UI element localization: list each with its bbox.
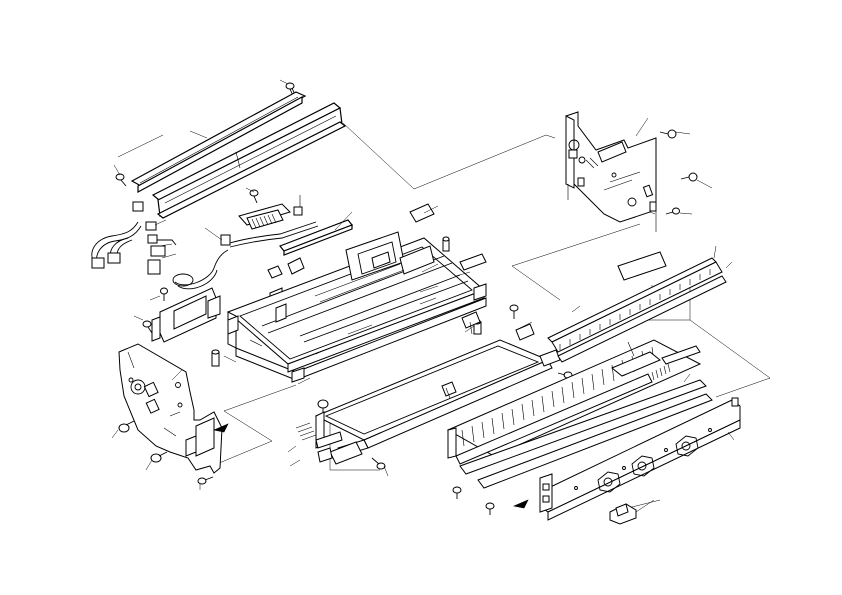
rack-guide bbox=[547, 251, 727, 363]
wire-harness bbox=[91, 201, 231, 290]
screw-icon bbox=[665, 207, 680, 215]
screw-icon bbox=[452, 486, 462, 499]
screw-icon bbox=[509, 304, 519, 319]
callout-leaders bbox=[111, 79, 735, 513]
screw-icon bbox=[115, 173, 127, 187]
screw-icon bbox=[485, 502, 495, 515]
pressure-block bbox=[609, 503, 637, 525]
harness-connector bbox=[229, 195, 319, 248]
screw-icon bbox=[150, 451, 168, 463]
right-side-bracket bbox=[565, 111, 657, 232]
screw-icon bbox=[659, 129, 677, 139]
left-side-plate bbox=[118, 343, 223, 474]
screw-icon bbox=[249, 189, 259, 204]
screw-icon bbox=[160, 287, 168, 301]
screw-icon bbox=[680, 172, 698, 182]
screw-icon bbox=[118, 420, 135, 433]
screw-icon bbox=[142, 320, 153, 334]
tray-frame bbox=[295, 311, 561, 465]
screw-icon bbox=[371, 457, 386, 470]
bracket bbox=[151, 287, 221, 343]
cross-stay bbox=[279, 219, 353, 256]
lower-plate bbox=[446, 339, 713, 489]
screw-icon bbox=[197, 476, 214, 485]
main-frame bbox=[227, 231, 487, 383]
vent-cutouts bbox=[597, 435, 699, 493]
side-cover bbox=[539, 397, 741, 521]
direction-arrows bbox=[212, 423, 529, 509]
upper-rail-pair bbox=[130, 91, 347, 219]
screws bbox=[115, 82, 698, 515]
